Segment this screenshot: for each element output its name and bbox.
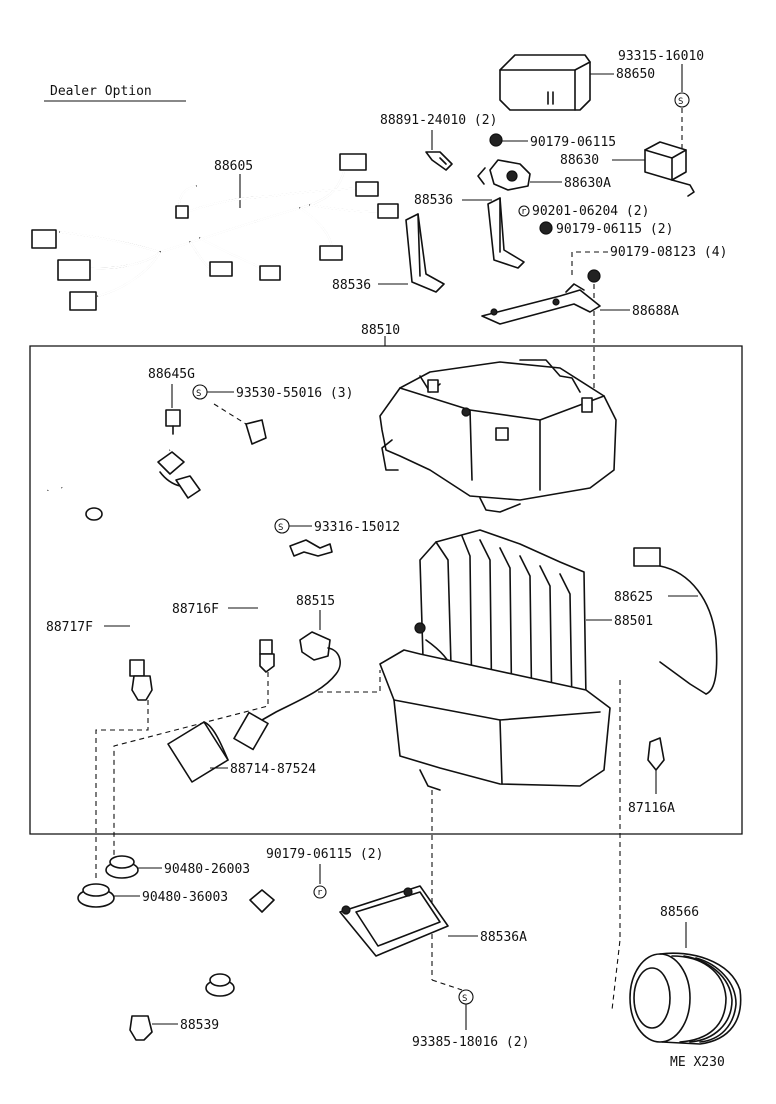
diagram-code: ME X230 [670,1055,725,1070]
dash-93385 [431,979,463,991]
label-90179-06115-a: 90179-06115 [530,135,616,150]
dash-90179-08123 [571,251,608,276]
nut-90179-08123 [587,269,601,283]
label-93385-18016: 93385-18016 (2) [412,1035,529,1050]
washer-symbol-r: r [518,205,530,217]
svg-text:S: S [678,97,683,107]
label-90179-06115-b: 90179-06115 (2) [556,222,673,237]
clip-87116A [647,737,665,771]
control-module-88650 [499,54,591,111]
hose-88716F [157,434,275,673]
label-88717F: 88717F [46,620,93,635]
bolt-symbol-s: S [674,92,690,108]
label-88536-b: 88536 [332,278,371,293]
clamp-93316 [289,539,333,557]
dash-93530 [213,403,247,425]
relay-88630 [644,141,695,197]
screw-symbol-s-93530: S [192,384,208,400]
nut-90179-06115 [489,133,503,147]
grommet-90480-26003 [105,855,139,879]
bracket-88536-lower [405,213,445,293]
label-93316-15012: 93316-15012 [314,520,400,535]
cooling-unit-upper-case [379,359,617,513]
label-88891-24010: 88891-24010 (2) [380,113,497,128]
thermistor-88625 [633,547,718,695]
label-88688A: 88688A [632,304,679,319]
label-88645G: 88645G [148,367,195,382]
duct-88566 [629,952,742,1045]
label-87116A: 87116A [628,801,675,816]
nut-90179-06115-2 [539,221,553,235]
label-88630A: 88630A [564,176,611,191]
svg-text:r: r [521,207,527,217]
svg-text:S: S [278,523,283,533]
switch-88645G [165,409,181,435]
label-88510: 88510 [361,323,400,338]
label-90480-36003: 90480-36003 [142,890,228,905]
label-88566: 88566 [660,905,699,920]
svg-text:r: r [317,888,323,898]
svg-text:S: S [462,994,467,1004]
label-88714-87524: 88714-87524 [230,762,316,777]
label-93530-55016: 93530-55016 (3) [236,386,353,401]
label-90179-06115-c: 90179-06115 (2) [266,847,383,862]
label-88501: 88501 [614,614,653,629]
bracket-88536-upper [487,197,525,269]
stud-bolt-88891 [425,151,453,171]
svg-text:S: S [196,389,201,399]
label-90179-08123: 90179-08123 (4) [610,245,727,260]
sensor-88630A [477,159,531,191]
dealer-option-label: Dealer Option [50,84,152,99]
screw-symbol-s-93385: S [458,989,474,1005]
label-88515: 88515 [296,594,335,609]
wire-harness-88605 [31,153,399,311]
label-88539: 88539 [180,1018,219,1033]
dash-88566 [611,680,621,1011]
label-88605: 88605 [214,159,253,174]
grommet-small [205,973,235,997]
label-88625: 88625 [614,590,653,605]
grommet-90480-36003 [77,883,115,908]
bracket-88688A [481,283,601,325]
dash-88717F [95,700,149,880]
label-88536-a: 88536 [414,193,453,208]
screw-symbol-s-93316: S [274,518,290,534]
tube-88714-87524 [167,721,229,783]
label-90201-06204: 90201-06204 (2) [532,204,649,219]
washer-symbol-r-lower: r [313,885,327,899]
drain-hose-88539 [129,889,275,1041]
label-93315-16010: 93315-16010 [618,49,704,64]
label-90480-26003: 90480-26003 [164,862,250,877]
assembly-frame-88510 [29,345,743,835]
cooling-unit-lower-case [379,649,611,791]
hose-88717F [41,453,153,701]
dash-88515 [318,670,381,693]
clip-93530 [245,419,267,445]
label-88650: 88650 [616,67,655,82]
label-88630: 88630 [560,153,599,168]
sensor-88515 [233,631,341,751]
label-88716F: 88716F [172,602,219,617]
bracket-88536A [339,885,449,957]
label-88536A: 88536A [480,930,527,945]
